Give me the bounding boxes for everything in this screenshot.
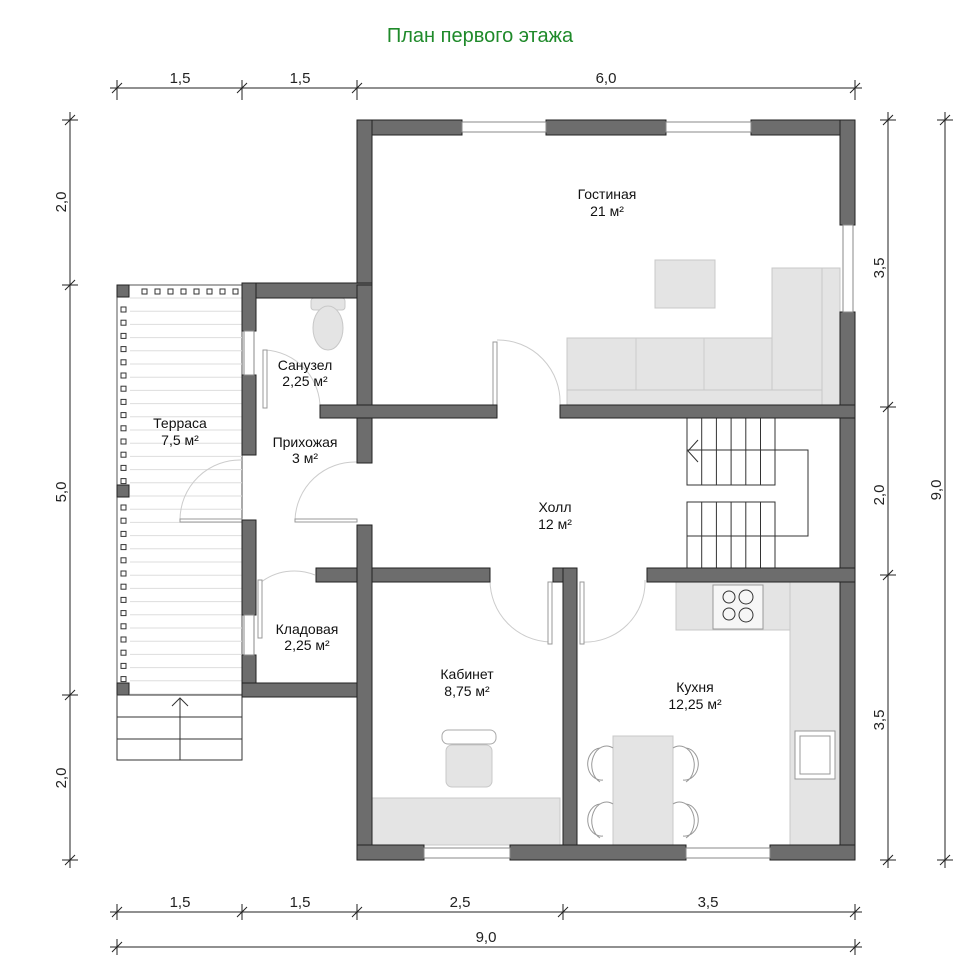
rail-baluster bbox=[120, 676, 127, 683]
desk bbox=[371, 797, 561, 846]
toilet bbox=[310, 297, 346, 351]
rail-baluster bbox=[120, 319, 127, 326]
rail-baluster bbox=[120, 662, 127, 669]
dining-chairs bbox=[587, 745, 699, 839]
svg-text:Санузел: Санузел bbox=[278, 357, 333, 373]
dim-label: 5,0 bbox=[53, 482, 70, 503]
rail-baluster bbox=[167, 288, 174, 295]
rail-baluster bbox=[120, 464, 127, 471]
rail-baluster bbox=[120, 557, 127, 564]
svg-text:Прихожая: Прихожая bbox=[273, 434, 338, 450]
rail-baluster bbox=[120, 306, 127, 313]
dimension-left: 2,0 5,0 2,0 bbox=[53, 112, 78, 868]
svg-text:Холл: Холл bbox=[539, 499, 572, 515]
dim-label: 9,0 bbox=[928, 480, 945, 501]
svg-text:2,25 м²: 2,25 м² bbox=[284, 637, 330, 653]
dim-label: 3,5 bbox=[698, 894, 719, 911]
dim-label: 1,5 bbox=[170, 894, 191, 911]
windows bbox=[243, 121, 854, 859]
dim-label: 3,5 bbox=[871, 710, 888, 731]
rail-baluster bbox=[120, 425, 127, 432]
dimension-bottom: 1,5 1,5 2,5 3,5 9,0 bbox=[110, 894, 862, 955]
terrace-steps bbox=[116, 694, 243, 761]
stove-icon bbox=[712, 584, 764, 630]
sink-icon bbox=[794, 730, 836, 780]
rail-baluster bbox=[120, 359, 127, 366]
rail-baluster bbox=[120, 332, 127, 339]
svg-text:21 м²: 21 м² bbox=[590, 203, 624, 219]
dim-label: 3,5 bbox=[871, 258, 888, 279]
rail-baluster bbox=[120, 570, 127, 577]
rail-baluster bbox=[206, 288, 213, 295]
dim-label: 1,5 bbox=[290, 894, 311, 911]
dim-label: 2,0 bbox=[53, 768, 70, 789]
dim-label: 2,5 bbox=[450, 894, 471, 911]
plan-title: План первого этажа bbox=[387, 25, 574, 47]
svg-text:Кабинет: Кабинет bbox=[440, 666, 494, 682]
walls bbox=[241, 119, 856, 861]
rail-baluster bbox=[120, 412, 127, 419]
svg-text:Кладовая: Кладовая bbox=[276, 621, 339, 637]
rail-baluster bbox=[120, 438, 127, 445]
coffee-table bbox=[654, 259, 716, 309]
rail-baluster bbox=[180, 288, 187, 295]
rail-baluster bbox=[120, 478, 127, 485]
svg-text:8,75 м²: 8,75 м² bbox=[444, 683, 490, 699]
dim-label: 1,5 bbox=[290, 70, 311, 87]
rail-baluster bbox=[193, 288, 200, 295]
dining-table bbox=[612, 735, 674, 847]
dim-label: 6,0 bbox=[596, 70, 617, 87]
rail-baluster bbox=[120, 451, 127, 458]
rail-baluster bbox=[120, 610, 127, 617]
svg-text:Кухня: Кухня bbox=[676, 679, 713, 695]
svg-text:Терраса: Терраса bbox=[153, 415, 207, 431]
rail-baluster bbox=[120, 385, 127, 392]
svg-text:Гостиная: Гостиная bbox=[578, 186, 637, 202]
svg-text:3 м²: 3 м² bbox=[292, 450, 318, 466]
rail-baluster bbox=[120, 530, 127, 537]
dimension-top: 1,5 1,5 6,0 bbox=[110, 70, 862, 100]
dim-label: 1,5 bbox=[170, 70, 191, 87]
rail-baluster bbox=[120, 346, 127, 353]
rail-baluster bbox=[120, 544, 127, 551]
rail-baluster bbox=[120, 596, 127, 603]
dimension-right: 3,5 2,0 3,5 9,0 bbox=[871, 112, 953, 868]
dim-label: 2,0 bbox=[871, 485, 888, 506]
dim-label: 2,0 bbox=[53, 192, 70, 213]
rail-baluster bbox=[154, 288, 161, 295]
rail-baluster bbox=[141, 288, 148, 295]
rail-baluster bbox=[120, 583, 127, 590]
rail-baluster bbox=[120, 623, 127, 630]
rail-baluster bbox=[120, 504, 127, 511]
rail-baluster bbox=[232, 288, 239, 295]
staircase bbox=[686, 417, 809, 569]
rail-baluster bbox=[120, 649, 127, 656]
svg-text:12 м²: 12 м² bbox=[538, 516, 572, 532]
rail-baluster bbox=[120, 398, 127, 405]
svg-text:7,5 м²: 7,5 м² bbox=[161, 432, 199, 448]
svg-text:2,25 м²: 2,25 м² bbox=[282, 373, 328, 389]
rail-baluster bbox=[219, 288, 226, 295]
svg-text:12,25 м²: 12,25 м² bbox=[668, 696, 722, 712]
sofa bbox=[566, 267, 841, 407]
terrace bbox=[116, 284, 243, 761]
rail-baluster bbox=[120, 636, 127, 643]
dim-label: 9,0 bbox=[476, 929, 497, 946]
office-chair bbox=[441, 729, 497, 788]
rail-baluster bbox=[120, 372, 127, 379]
rail-baluster bbox=[120, 517, 127, 524]
doors bbox=[179, 339, 646, 645]
